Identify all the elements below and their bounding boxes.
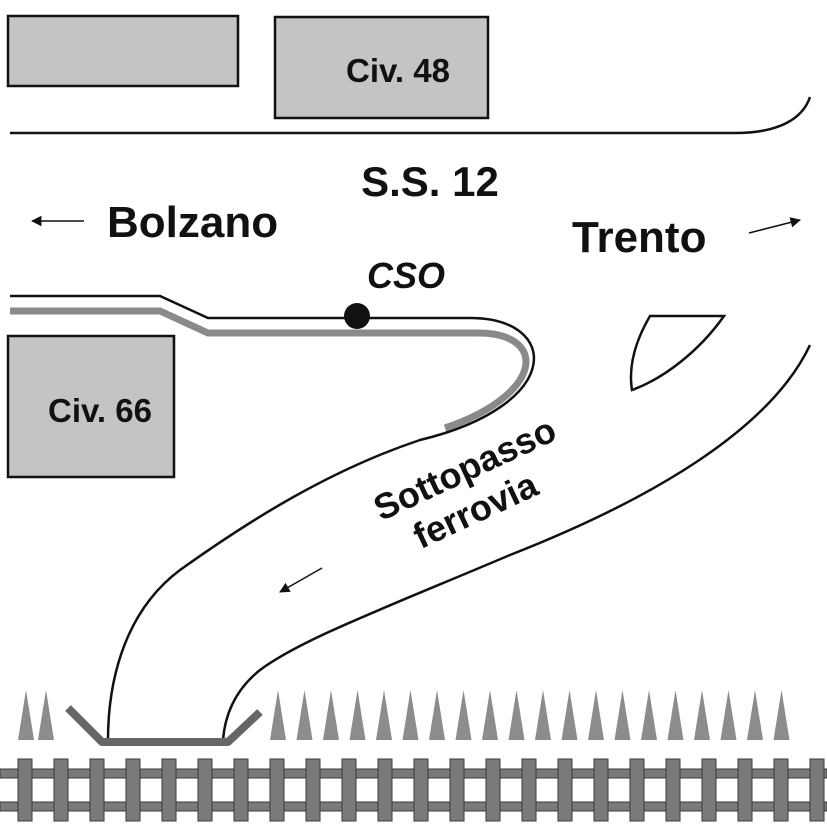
rail-tie bbox=[485, 758, 501, 822]
tree-icon bbox=[694, 690, 710, 740]
rail-tie bbox=[701, 758, 717, 822]
rail-tie bbox=[305, 758, 321, 822]
rail-tie bbox=[809, 758, 825, 822]
rail-tie bbox=[665, 758, 681, 822]
tree-icon bbox=[296, 690, 313, 740]
traffic-island bbox=[629, 314, 727, 392]
tree-icon bbox=[349, 690, 366, 740]
building-civ-48-label: Civ. 48 bbox=[346, 52, 450, 89]
underpass-platform bbox=[65, 705, 263, 746]
building-top-left bbox=[6, 14, 240, 88]
rail-tie bbox=[197, 758, 213, 822]
tree-icon bbox=[588, 690, 604, 740]
underpass-edge-left bbox=[10, 294, 536, 741]
rail-tie bbox=[125, 758, 141, 822]
underpass-edge-right bbox=[221, 344, 812, 741]
cso-label: CSO bbox=[367, 255, 445, 296]
tree-icon bbox=[614, 690, 631, 740]
building-civ-48 bbox=[273, 15, 490, 120]
rail-tie bbox=[341, 758, 357, 822]
rail-tie bbox=[449, 758, 465, 822]
arrow-right-icon bbox=[748, 217, 802, 234]
rail-tie bbox=[521, 758, 537, 822]
tree-icon bbox=[667, 690, 684, 740]
rail-tie bbox=[773, 758, 789, 822]
sewer-pipe bbox=[10, 307, 530, 432]
tree-icon bbox=[38, 690, 54, 740]
tree-row bbox=[18, 690, 790, 740]
road-edge-north bbox=[10, 96, 812, 135]
tree-icon bbox=[429, 690, 445, 740]
rail-tie bbox=[737, 758, 753, 822]
rail-tie bbox=[89, 758, 105, 822]
rail-tie bbox=[53, 758, 69, 822]
dot-marker-icon bbox=[344, 303, 370, 329]
tree-icon bbox=[376, 690, 392, 740]
tree-icon bbox=[641, 690, 657, 740]
rail-tie bbox=[233, 758, 249, 822]
trento-label: Trento bbox=[572, 213, 706, 262]
tree-icon bbox=[720, 690, 737, 740]
arrow-down-left-icon bbox=[279, 567, 323, 593]
railway-track bbox=[0, 758, 827, 822]
tree-icon bbox=[18, 690, 34, 740]
road-label: S.S. 12 bbox=[361, 158, 499, 205]
rail-tie bbox=[413, 758, 429, 822]
tree-icon bbox=[455, 690, 472, 740]
tree-icon bbox=[508, 690, 525, 740]
bolzano-label: Bolzano bbox=[107, 198, 278, 247]
tree-icon bbox=[773, 690, 790, 740]
tree-icon bbox=[270, 690, 286, 740]
rail-tie bbox=[629, 758, 645, 822]
tree-icon bbox=[561, 690, 578, 740]
rail-tie bbox=[557, 758, 573, 822]
rail-tie bbox=[593, 758, 609, 822]
rail-tie bbox=[377, 758, 393, 822]
rail-tie bbox=[269, 758, 285, 822]
tree-icon bbox=[535, 690, 551, 740]
building-civ-66 bbox=[6, 334, 176, 479]
tree-icon bbox=[482, 690, 498, 740]
tree-icon bbox=[323, 690, 339, 740]
building-civ-66-label: Civ. 66 bbox=[48, 392, 152, 429]
tree-icon bbox=[402, 690, 419, 740]
rail-tie bbox=[17, 758, 33, 822]
rail-tie bbox=[161, 758, 177, 822]
tree-icon bbox=[747, 690, 763, 740]
